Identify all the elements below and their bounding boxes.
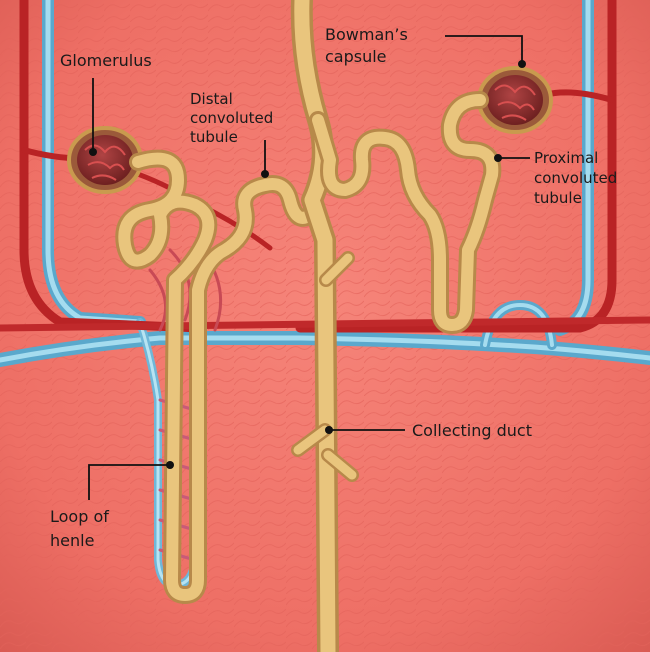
label-proximal-3: tubule	[534, 189, 582, 207]
bowman-leader-dot	[518, 60, 526, 68]
label-proximal-1: Proximal	[534, 149, 598, 167]
label-collecting-duct: Collecting duct	[412, 421, 532, 440]
proximal-leader-dot	[494, 154, 502, 162]
label-proximal-2: convoluted	[534, 169, 617, 187]
distal-leader-dot	[261, 170, 269, 178]
label-loop-2: henle	[50, 531, 94, 550]
label-loop-1: Loop of	[50, 507, 109, 526]
right-glomerulus	[479, 68, 551, 132]
label-bowman-1: Bowman’s	[325, 25, 408, 44]
loop-leader-dot	[166, 461, 174, 469]
glomerulus-leader-dot	[89, 148, 97, 156]
label-distal-1: Distal	[190, 90, 233, 108]
collecting-leader-dot	[325, 426, 333, 434]
label-bowman-2: capsule	[325, 47, 387, 66]
label-distal-3: tubule	[190, 128, 238, 146]
label-distal-2: convoluted	[190, 109, 273, 127]
label-glomerulus: Glomerulus	[60, 51, 152, 70]
